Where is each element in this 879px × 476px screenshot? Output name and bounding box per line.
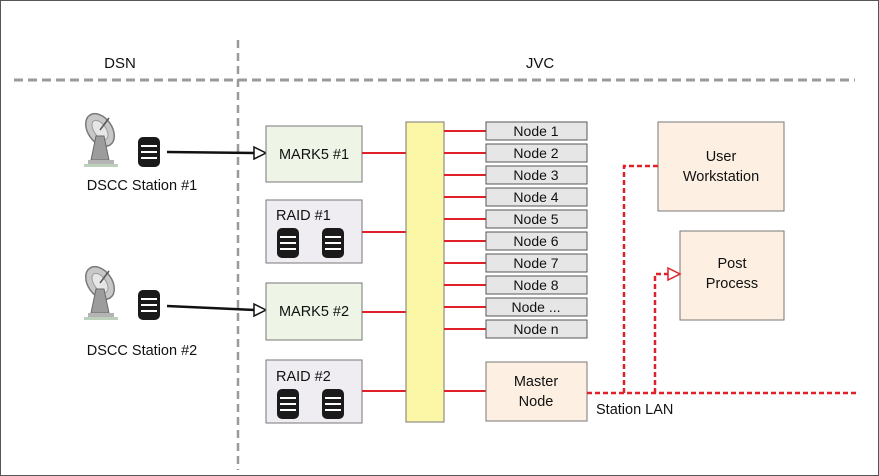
lan-arrowhead [667,266,682,282]
node-label: Node 7 [513,255,558,271]
node-label: Node ... [511,299,560,315]
node-label: Node n [513,321,558,337]
node-stack: Node 1 Node 2 Node 3 Node 4 Node 5 Node … [485,121,588,339]
station-lan-lines [587,164,856,395]
node-box: Node 7 [485,253,588,273]
satellite-dish-icon [79,107,121,168]
node-box: Node 1 [485,121,588,141]
disk-icon [321,227,345,259]
disk-icon [137,136,161,168]
section-label-dsn: DSN [104,55,136,72]
node-links [444,130,486,392]
node-box: Node 4 [485,187,588,207]
node-label: Node 1 [513,123,558,139]
node-box: Node 3 [485,165,588,185]
raid-box-1: RAID #1 [265,199,363,264]
node-label: Node 2 [513,145,558,161]
raid-label: RAID #2 [276,369,331,385]
node-box: Node n [485,319,588,339]
post-process-line1: Post [717,256,746,272]
station-lan-label: Station LAN [596,402,673,418]
mark5-label: MARK5 #1 [279,147,349,163]
station-2: DSCC Station #2 [79,260,197,359]
raid-label: RAID #1 [276,208,331,224]
switch-input-links [362,152,406,392]
node-box: Node ... [485,297,588,317]
post-process-box: Post Process [679,230,785,321]
data-flow-arrow-2 [166,302,268,318]
master-node-line1: Master [514,374,558,390]
section-label-jvc: JVC [526,55,555,72]
post-process-line2: Process [706,276,758,292]
station-1: DSCC Station #1 [79,107,197,194]
node-box: Node 8 [485,275,588,295]
station-label: DSCC Station #1 [87,178,197,194]
disk-icon [137,289,161,321]
mark5-box-1: MARK5 #1 [265,125,363,183]
node-box: Node 5 [485,209,588,229]
mark5-box-2: MARK5 #2 [265,282,363,341]
node-label: Node 5 [513,211,558,227]
user-workstation-box: User Workstation [657,121,785,212]
satellite-dish-icon [79,260,121,321]
workstation-line1: User [706,149,737,165]
data-flow-arrow-1 [166,145,268,161]
switch-fabric [405,121,445,423]
raid-box-2: RAID #2 [265,359,363,424]
node-label: Node 6 [513,233,558,249]
node-box: Node 2 [485,143,588,163]
node-box: Node 6 [485,231,588,251]
node-label: Node 4 [513,189,558,205]
disk-icon [276,388,300,420]
disk-icon [321,388,345,420]
master-node-box: Master Node [485,361,588,422]
master-node-line2: Node [519,394,554,410]
station-label: DSCC Station #2 [87,343,197,359]
node-label: Node 3 [513,167,558,183]
disk-icon [276,227,300,259]
workstation-line2: Workstation [683,169,759,185]
node-label: Node 8 [513,277,558,293]
mark5-label: MARK5 #2 [279,304,349,320]
